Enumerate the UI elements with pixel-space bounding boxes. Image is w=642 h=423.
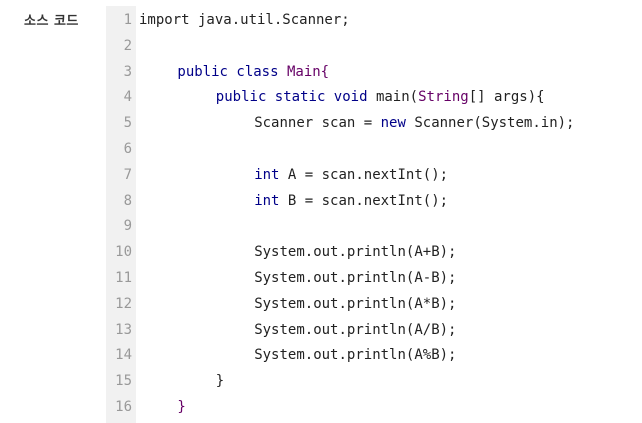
code-line: System.out.println(A-B); — [139, 266, 642, 292]
code-token: [] args){ — [468, 89, 545, 106]
code-token: B = scan.nextInt(); — [287, 192, 449, 209]
code-line: int B = scan.nextInt(); — [139, 189, 642, 215]
line-number: 15 — [115, 373, 132, 390]
code-token: main( — [375, 89, 419, 106]
line-number: 5 — [123, 115, 132, 132]
line-number: 13 — [115, 321, 132, 338]
code-token: System.out.println(A%B); — [254, 347, 457, 364]
line-number: 1 — [123, 12, 132, 28]
code-line: System.out.println(A/B); — [139, 318, 642, 344]
code-token: new — [380, 115, 415, 132]
code-token: } — [177, 398, 186, 415]
line-number: 16 — [115, 398, 132, 415]
code-line: System.out.println(A*B); — [139, 292, 642, 318]
code-token: import java.util.Scanner; — [139, 12, 350, 28]
code-token: public static void — [215, 89, 376, 106]
code-token: public class — [177, 63, 287, 80]
code-line: public static void main(String[] args){ — [139, 85, 642, 111]
line-number: 10 — [115, 244, 132, 261]
code-token: A = scan.nextInt(); — [287, 166, 449, 183]
code-line — [139, 214, 642, 240]
code-line: } — [139, 395, 642, 421]
line-number: 9 — [123, 218, 132, 235]
line-number: 6 — [123, 140, 132, 157]
line-number: 7 — [123, 166, 132, 183]
code-token: } — [215, 373, 225, 390]
line-number: 4 — [123, 89, 132, 106]
line-number: 3 — [123, 63, 132, 80]
code-line: public class Main{ — [139, 60, 642, 86]
source-code-label: 소스 코드 — [24, 14, 79, 29]
line-number: 2 — [123, 37, 132, 54]
code-token: Main{ — [286, 63, 330, 80]
code-content[interactable]: import java.util.Scanner; public class Ma… — [136, 6, 642, 423]
line-number: 8 — [123, 192, 132, 209]
code-line: int A = scan.nextInt(); — [139, 163, 642, 189]
code-token: Scanner scan = — [254, 115, 381, 132]
code-token: System.out.println(A*B); — [254, 295, 457, 312]
code-token: System.out.println(A-B); — [254, 269, 457, 286]
line-number: 14 — [115, 347, 132, 364]
code-token: String — [418, 89, 469, 106]
line-number: 12 — [115, 295, 132, 312]
code-token: Scanner(System.in); — [414, 115, 575, 132]
code-line: import java.util.Scanner; — [139, 8, 642, 34]
code-token: System.out.println(A/B); — [254, 321, 457, 338]
code-line: Scanner scan = new Scanner(System.in); — [139, 111, 642, 137]
code-token: int — [254, 192, 288, 209]
code-line — [139, 34, 642, 60]
code-token: int — [254, 166, 288, 183]
line-number: 11 — [115, 269, 132, 286]
code-line: } — [139, 369, 642, 395]
code-line: System.out.println(A+B); — [139, 240, 642, 266]
code-line — [139, 137, 642, 163]
code-token: System.out.println(A+B); — [254, 244, 457, 261]
code-line: System.out.println(A%B); — [139, 343, 642, 369]
